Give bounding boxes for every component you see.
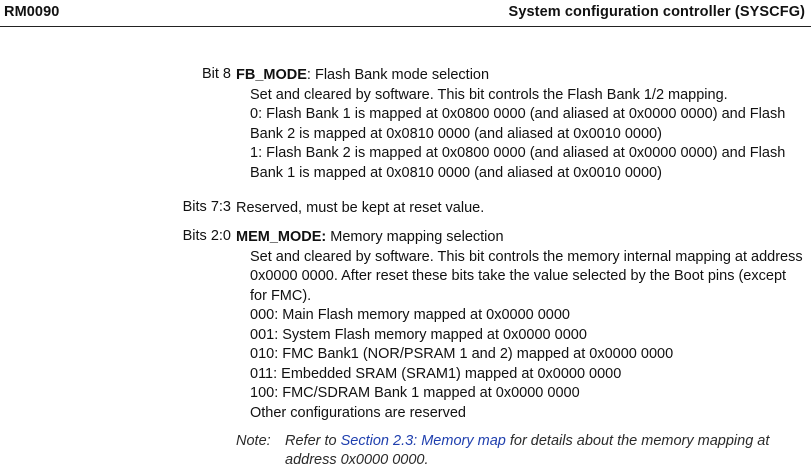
reserved-text: Reserved, must be kept at reset value.: [236, 200, 485, 216]
note-label: Note:: [236, 433, 271, 449]
header-divider: [0, 26, 811, 27]
section-title: System configuration controller (SYSCFG): [508, 4, 805, 20]
bitfield-content: Reserved, must be kept at reset value.: [236, 199, 806, 219]
field-heading: MEM_MODE: Memory mapping selection: [236, 228, 806, 248]
field-description: Set and cleared by software. This bit co…: [250, 248, 806, 424]
description-line: 1: Flash Bank 2 is mapped at 0x0800 0000…: [250, 145, 786, 181]
description-line: 000: Main Flash memory mapped at 0x0000 …: [250, 307, 570, 323]
field-heading: FB_MODE: Flash Bank mode selection: [236, 66, 806, 86]
note-text-before: Refer to: [285, 433, 341, 449]
field-title: Memory mapping selection: [326, 229, 504, 245]
note-text-after: for details about the memory mapping at …: [285, 433, 770, 468]
bit-range-label: Bits 2:0: [182, 228, 231, 244]
field-name: MEM_MODE:: [236, 229, 327, 245]
field-description: Set and cleared by software. This bit co…: [250, 86, 806, 184]
bit-range-label: Bits 7:3: [182, 199, 231, 215]
description-line: 100: FMC/SDRAM Bank 1 mapped at 0x0000 0…: [250, 385, 580, 401]
description-line: 011: Embedded SRAM (SRAM1) mapped at 0x0…: [250, 365, 622, 382]
bitfield-content: MEM_MODE: Memory mapping selection Set a…: [236, 228, 806, 423]
document-id: RM0090: [4, 4, 60, 20]
field-name: FB_MODE: [236, 67, 307, 83]
description-line: 0: Flash Bank 1 is mapped at 0x0800 0000…: [250, 106, 786, 142]
description-line: Other configurations are reserved: [250, 404, 466, 421]
bitfield-content: FB_MODE: Flash Bank mode selection Set a…: [236, 66, 806, 183]
page-header: RM0090 System configuration controller (…: [0, 0, 811, 28]
bit-range-label: Bit 8: [201, 66, 231, 82]
memory-map-link[interactable]: Section 2.3: Memory map: [340, 433, 506, 449]
description-line: 001: System Flash memory mapped at 0x000…: [250, 326, 587, 343]
description-line: 010: FMC Bank1 (NOR/PSRAM 1 and 2) mappe…: [250, 346, 674, 362]
note-text: Refer to Section 2.3: Memory map for det…: [285, 432, 807, 470]
field-title: : Flash Bank mode selection: [306, 67, 490, 83]
description-line: Set and cleared by software. This bit co…: [250, 248, 803, 304]
description-line: Set and cleared by software. This bit co…: [250, 86, 728, 103]
